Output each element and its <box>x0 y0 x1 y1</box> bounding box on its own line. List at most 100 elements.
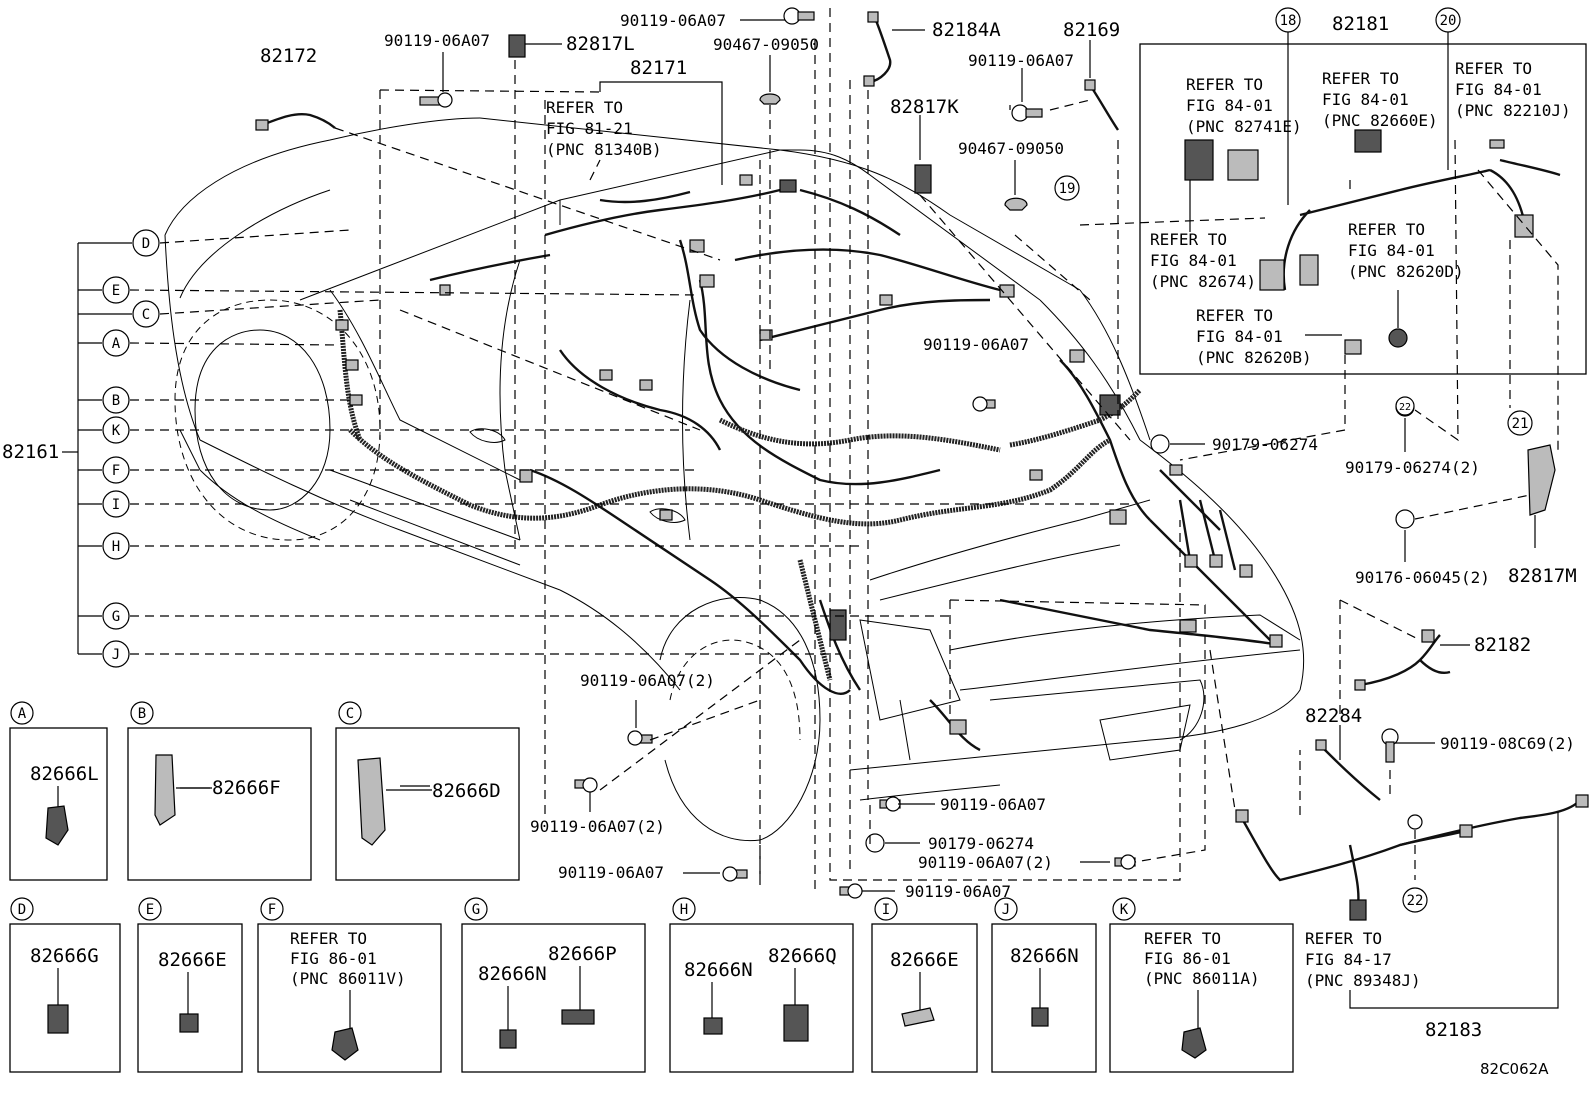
refer-82674-line3: (PNC 82674) <box>1150 272 1256 291</box>
callout-circle-i <box>102 490 130 518</box>
vehicle-body-outline <box>164 117 1305 842</box>
label-90119-06a07-g: 90119-06A07 <box>905 882 1011 901</box>
bolt-icon <box>419 92 453 108</box>
detail-g-part-1: 82666N <box>478 963 547 985</box>
detail-k-refer-line2: FIG 86-01 <box>1144 949 1231 968</box>
label-82161: 82161 <box>2 441 59 463</box>
refer-82674-line1: REFER TO <box>1150 230 1227 249</box>
label-90119-06a07-d: 90119-06A07 <box>923 335 1029 354</box>
detail-h-part-1: 82666N <box>684 959 753 981</box>
detail-letter-d: D <box>18 902 26 918</box>
label-82817m: 82817M <box>1508 565 1577 587</box>
refer-82660e-line2: FIG 84-01 <box>1322 90 1409 109</box>
detail-box-j: J 82666N <box>991 897 1097 1073</box>
label-90179-06274-a: 90179-06274 <box>1212 435 1318 454</box>
label-82817k: 82817K <box>890 96 959 118</box>
label-90176-06045-2: 90176-06045(2) <box>1355 568 1490 587</box>
callout-letter-b: B <box>112 393 120 409</box>
refer-82210j-line1: REFER TO <box>1455 59 1532 78</box>
callout-letter-d: D <box>142 236 150 252</box>
refer-82210j-line2: FIG 84-01 <box>1455 80 1542 99</box>
part-number-labels: 82172 90119-06A07 82817L 90119-06A07 904… <box>2 11 1577 1041</box>
detail-f-refer-line2: FIG 86-01 <box>290 949 377 968</box>
bolt-icon <box>722 866 748 882</box>
detail-letter-e: E <box>146 902 154 918</box>
detail-letter-c: C <box>346 706 354 722</box>
label-90119-06a07-2c: 90119-06A07(2) <box>918 853 1053 872</box>
detail-box-b: B 82666F <box>127 701 312 881</box>
detail-letter-i: I <box>882 902 890 918</box>
bolt-icon <box>1381 728 1399 763</box>
detail-h-part-2: 82666Q <box>768 945 837 967</box>
callout-circle-a <box>102 329 130 357</box>
refer-81-line3: (PNC 81340B) <box>546 140 662 159</box>
callout-letter-j: J <box>112 647 120 663</box>
refer-82620b-line1: REFER TO <box>1196 306 1273 325</box>
callout-letter-i: I <box>112 497 120 513</box>
bolt-icon <box>1114 854 1136 870</box>
detail-letter-j: J <box>1002 902 1010 918</box>
detail-box-a: A 82666L <box>9 701 108 881</box>
label-90179-06274-b: 90179-06274 <box>928 834 1034 853</box>
callout-18: 18 <box>1280 13 1297 29</box>
label-82169: 82169 <box>1063 19 1120 41</box>
detail-box-d: D 82666G <box>9 897 121 1073</box>
callout-22-a: 22 <box>1399 402 1411 413</box>
refer-82660e-line1: REFER TO <box>1322 69 1399 88</box>
detail-box-g: G 82666N 82666P <box>461 897 646 1073</box>
refer-81-line2: FIG 81-21 <box>546 119 633 138</box>
callout-letter-k: K <box>112 423 121 439</box>
label-90119-06a07-2a: 90119-06A07(2) <box>580 671 715 690</box>
detail-letter-g: G <box>472 902 480 918</box>
detail-box-c: C 82666D <box>335 701 520 881</box>
label-82284: 82284 <box>1305 705 1362 727</box>
left-letter-callouts: D E C A B K F I H G J <box>102 229 160 668</box>
82181-parts <box>1184 129 1561 355</box>
refer-82741e-line2: FIG 84-01 <box>1186 96 1273 115</box>
refer-89348j-line2: FIG 84-17 <box>1305 950 1392 969</box>
left-bracket-82161 <box>62 229 1130 655</box>
label-90119-06a07-b: 90119-06A07 <box>620 11 726 30</box>
detail-a-part-1: 82666L <box>30 763 99 785</box>
callout-letter-h: H <box>112 539 120 555</box>
refer-82620d-line1: REFER TO <box>1348 220 1425 239</box>
label-82172: 82172 <box>260 45 317 67</box>
refer-notes: REFER TO FIG 81-21 (PNC 81340B) REFER TO… <box>546 59 1571 990</box>
label-90179-06274-2: 90179-06274(2) <box>1345 458 1480 477</box>
callout-circle-e <box>102 276 130 304</box>
callout-circle-f <box>102 456 130 484</box>
detail-letter-a: A <box>18 706 27 722</box>
diagram-id: 82C062A <box>1480 1060 1549 1078</box>
detail-letter-f: F <box>268 902 276 918</box>
bolt-icon <box>783 7 815 25</box>
dashed-leaders <box>334 8 1559 895</box>
detail-box-k: K REFER TO FIG 86-01 (PNC 86011A) <box>1109 897 1294 1073</box>
detail-box-i: I 82666E <box>871 897 978 1073</box>
label-82182: 82182 <box>1474 634 1531 656</box>
label-82171: 82171 <box>630 57 687 79</box>
bolt-icon <box>879 796 901 812</box>
detail-box-e: E 82666E <box>137 897 243 1073</box>
callout-circle-b <box>102 386 130 414</box>
label-82183: 82183 <box>1425 1019 1482 1041</box>
callout-circle-k <box>102 416 130 444</box>
detail-k-refer-line3: (PNC 86011A) <box>1144 969 1260 988</box>
bolt-icon <box>1011 104 1043 122</box>
label-82817l: 82817L <box>566 33 635 55</box>
harness-wiring <box>337 188 1281 752</box>
callout-letter-g: G <box>112 609 120 625</box>
part-icons <box>255 7 1589 921</box>
callout-letter-f: F <box>112 463 120 479</box>
refer-82620d-line2: FIG 84-01 <box>1348 241 1435 260</box>
label-82184a: 82184A <box>932 19 1001 41</box>
callout-circle-g <box>102 602 130 630</box>
callout-circle-h <box>102 532 130 560</box>
detail-box-h: H 82666N 82666Q <box>669 897 854 1073</box>
label-90467-09050-a: 90467-09050 <box>713 35 819 54</box>
detail-i-part-1: 82666E <box>890 949 959 971</box>
bolt-icon <box>627 730 653 746</box>
detail-k-refer-line1: REFER TO <box>1144 929 1221 948</box>
number-callouts: 18 20 19 21 22 22 <box>1054 7 1533 913</box>
refer-89348j-line3: (PNC 89348J) <box>1305 971 1421 990</box>
refer-82620d-line3: (PNC 82620D) <box>1348 262 1464 281</box>
